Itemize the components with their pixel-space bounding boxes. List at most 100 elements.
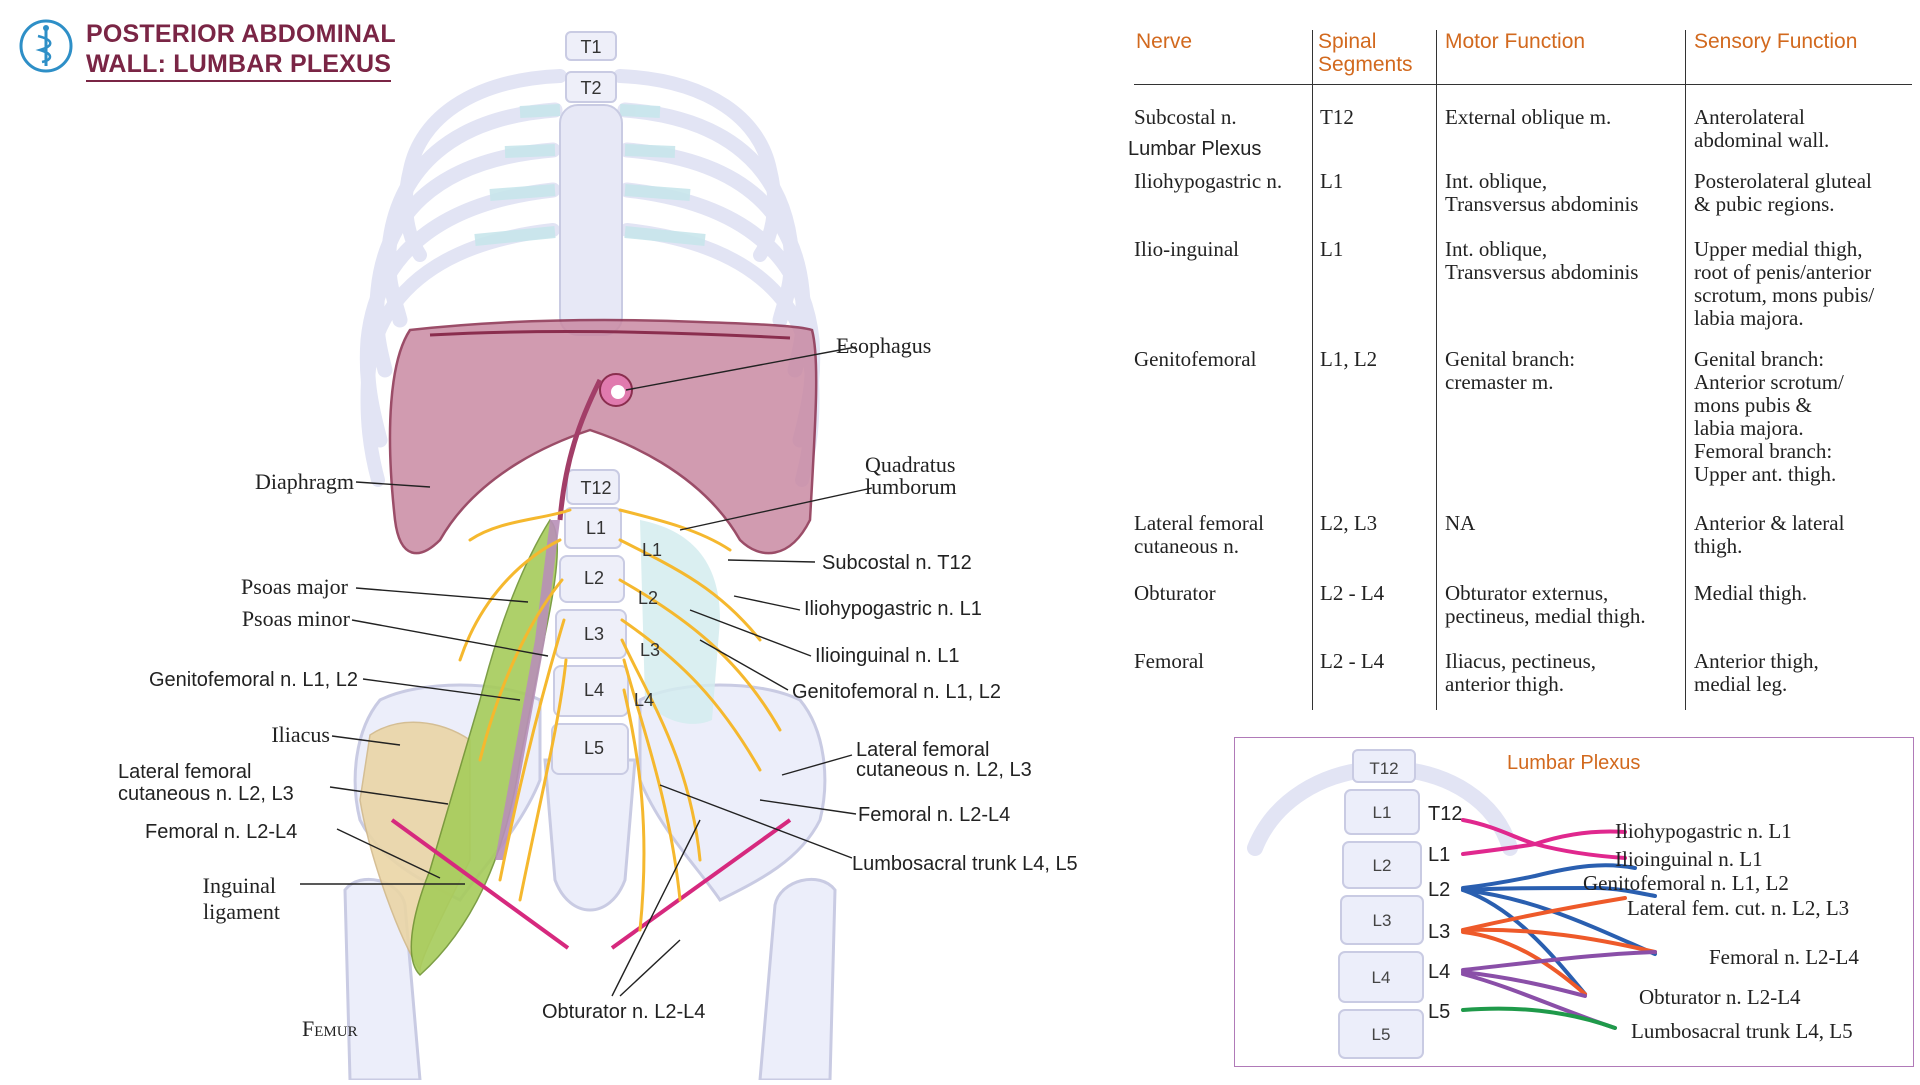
label-inguinal-2: ligament	[203, 899, 280, 924]
vertebra-l3-label: L3	[584, 624, 604, 644]
inset-vertebra-t12: T12	[1369, 759, 1398, 778]
inset-rib-left	[1247, 762, 1373, 856]
cell-segments: T12	[1320, 105, 1354, 129]
leader-lines	[300, 346, 873, 997]
cell-sensory: Anterolateral abdominal wall.	[1694, 105, 1830, 152]
label-iliohypogastric: Iliohypogastric n. L1	[804, 598, 982, 620]
vertebra-t2	[565, 71, 617, 103]
cell-motor: Genital branch: cremaster m.	[1445, 347, 1576, 394]
inset-root-l4: L4	[1428, 961, 1450, 983]
esophagus-lumen	[611, 385, 625, 399]
table-header-sensory: Sensory Function	[1694, 30, 1858, 53]
vertebra-l2-label: L2	[584, 568, 604, 588]
label-quadratus-2: lumborum	[865, 474, 957, 499]
table-column-divider	[1436, 30, 1437, 710]
lumbar-plexus-nerves	[458, 508, 782, 932]
diaphragm-crus	[557, 378, 603, 521]
table-header-nerve: Nerve	[1136, 30, 1193, 53]
inset-root-l3: L3	[1428, 921, 1450, 943]
header: POSTERIOR ABDOMINAL WALL: LUMBAR PLEXUS	[18, 16, 438, 88]
inguinal-ligament-left	[390, 818, 570, 950]
root-label-l4: L4	[634, 690, 654, 710]
inset-vertebra-l1: L1	[1373, 803, 1392, 822]
label-femur: Femur	[302, 1016, 358, 1041]
cell-nerve: Iliohypogastric n.	[1134, 169, 1283, 193]
label-quadratus-1: Quadratus	[865, 452, 955, 477]
label-iliacus: Iliacus	[271, 722, 330, 747]
label-lfc-right-1: Lateral femoral	[856, 739, 989, 761]
label-diaphragm: Diaphragm	[255, 469, 354, 494]
lumbar-plexus-inset: Lumbar Plexus T12 L1 L2 L3 L4 L5 T12 L1 …	[1234, 737, 1914, 1067]
vertebra-t2-label: T2	[580, 78, 601, 98]
table-header-motor: Motor Function	[1445, 30, 1586, 53]
label-psoas-minor: Psoas minor	[242, 606, 351, 631]
label-femoral-left: Femoral n. L2-L4	[145, 821, 297, 843]
quadratus-lumborum	[640, 520, 720, 724]
cell-segments: L1	[1320, 169, 1344, 193]
inset-vertebra-l2: L2	[1373, 856, 1392, 875]
inset-vertebra-l3: L3	[1373, 911, 1392, 930]
cell-segments: L2 - L4	[1320, 581, 1385, 605]
inset-nerve-branches	[1461, 818, 1657, 1030]
inset-root-l5: L5	[1428, 1001, 1450, 1023]
sternum	[559, 104, 623, 336]
label-obturator: Obturator n. L2-L4	[542, 1001, 705, 1023]
label-subcostal: Subcostal n. T12	[822, 552, 972, 574]
cell-nerve: Lateral femoral cutaneous n.	[1134, 511, 1264, 558]
inset-label-ilioinguinal: Ilioinguinal n. L1	[1615, 847, 1763, 871]
cell-sensory: Anterior thigh, medial leg.	[1694, 649, 1819, 696]
table-header-rule	[1134, 84, 1912, 85]
cell-nerve: Obturator	[1134, 581, 1216, 605]
cell-sensory: Genital branch: Anterior scrotum/ mons p…	[1694, 347, 1844, 486]
inset-spine	[1338, 749, 1424, 1059]
cell-motor: External oblique m.	[1445, 105, 1612, 129]
label-inguinal-1: Inguinal	[203, 873, 276, 898]
costal-cartilage	[474, 104, 706, 246]
cell-nerve: Femoral	[1134, 649, 1204, 673]
vertebra-t1	[565, 31, 617, 61]
cell-motor: NA	[1445, 511, 1476, 535]
inset-root-l1: L1	[1428, 844, 1450, 866]
table-header-segments-line2: Segments	[1318, 53, 1413, 76]
cell-motor: Iliacus, pectineus, anterior thigh.	[1445, 649, 1597, 696]
label-genitofemoral-left: Genitofemoral n. L1, L2	[149, 669, 358, 691]
inset-label-iliohypogastric: Iliohypogastric n. L1	[1615, 819, 1792, 843]
label-lfc-left-1: Lateral femoral	[118, 761, 251, 783]
cell-nerve: Subcostal n.	[1134, 105, 1237, 129]
inset-label-lateral-fem-cut: Lateral fem. cut. n. L2, L3	[1627, 896, 1849, 920]
cell-sensory: Medial thigh.	[1694, 581, 1808, 605]
diaphragm	[388, 318, 818, 555]
inset-label-genitofemoral: Genitofemoral n. L1, L2	[1583, 871, 1789, 895]
anatomy-figure: T1 T2 T12 L1 L2 L3 L4 L5	[118, 31, 1078, 1082]
vertebra-l1-label: L1	[586, 518, 606, 538]
medical-caduceus-icon	[19, 19, 73, 73]
cell-motor: Int. oblique, Transversus abdominis	[1445, 169, 1639, 216]
label-psoas-major: Psoas major	[241, 574, 349, 599]
cell-segments: L1	[1320, 237, 1344, 261]
root-label-l3: L3	[640, 640, 660, 660]
cell-sensory: Anterior & lateral thigh.	[1694, 511, 1845, 558]
inset-root-t12: T12	[1428, 803, 1462, 825]
label-femoral-right: Femoral n. L2-L4	[858, 804, 1010, 826]
root-label-l2: L2	[638, 588, 658, 608]
label-genitofemoral-right: Genitofemoral n. L1, L2	[792, 681, 1001, 703]
vertebra-t1-label: T1	[580, 37, 601, 57]
vertebra-l5-label: L5	[584, 738, 604, 758]
inset-label-femoral: Femoral n. L2-L4	[1709, 945, 1859, 969]
cell-sensory: Upper medial thigh, root of penis/anteri…	[1694, 237, 1875, 330]
diaphragm-top-edge	[429, 330, 791, 340]
cell-motor: Int. oblique, Transversus abdominis	[1445, 237, 1639, 284]
label-lfc-left-2: cutaneous n. L2, L3	[118, 783, 294, 805]
table-column-divider	[1685, 30, 1686, 710]
inset-title: Lumbar Plexus	[1507, 752, 1641, 774]
cell-segments: L2, L3	[1320, 511, 1378, 535]
table-header-segments: Spinal Segments	[1318, 30, 1413, 76]
inset-vertebra-l5: L5	[1372, 1025, 1391, 1044]
anatomy-illustration: T1 T2 T12 L1 L2 L3 L4 L5	[118, 31, 1078, 1082]
inset-root-l2: L2	[1428, 879, 1450, 901]
cell-sensory: Posterolateral gluteal & pubic regions.	[1694, 169, 1872, 216]
table-subtitle: Lumbar Plexus	[1128, 138, 1262, 160]
cell-motor: Obturator externus, pectineus, medial th…	[1445, 581, 1646, 628]
page-title-line1: POSTERIOR ABDOMINAL	[86, 20, 396, 48]
label-lfc-right-2: cutaneous n. L2, L3	[856, 759, 1032, 781]
